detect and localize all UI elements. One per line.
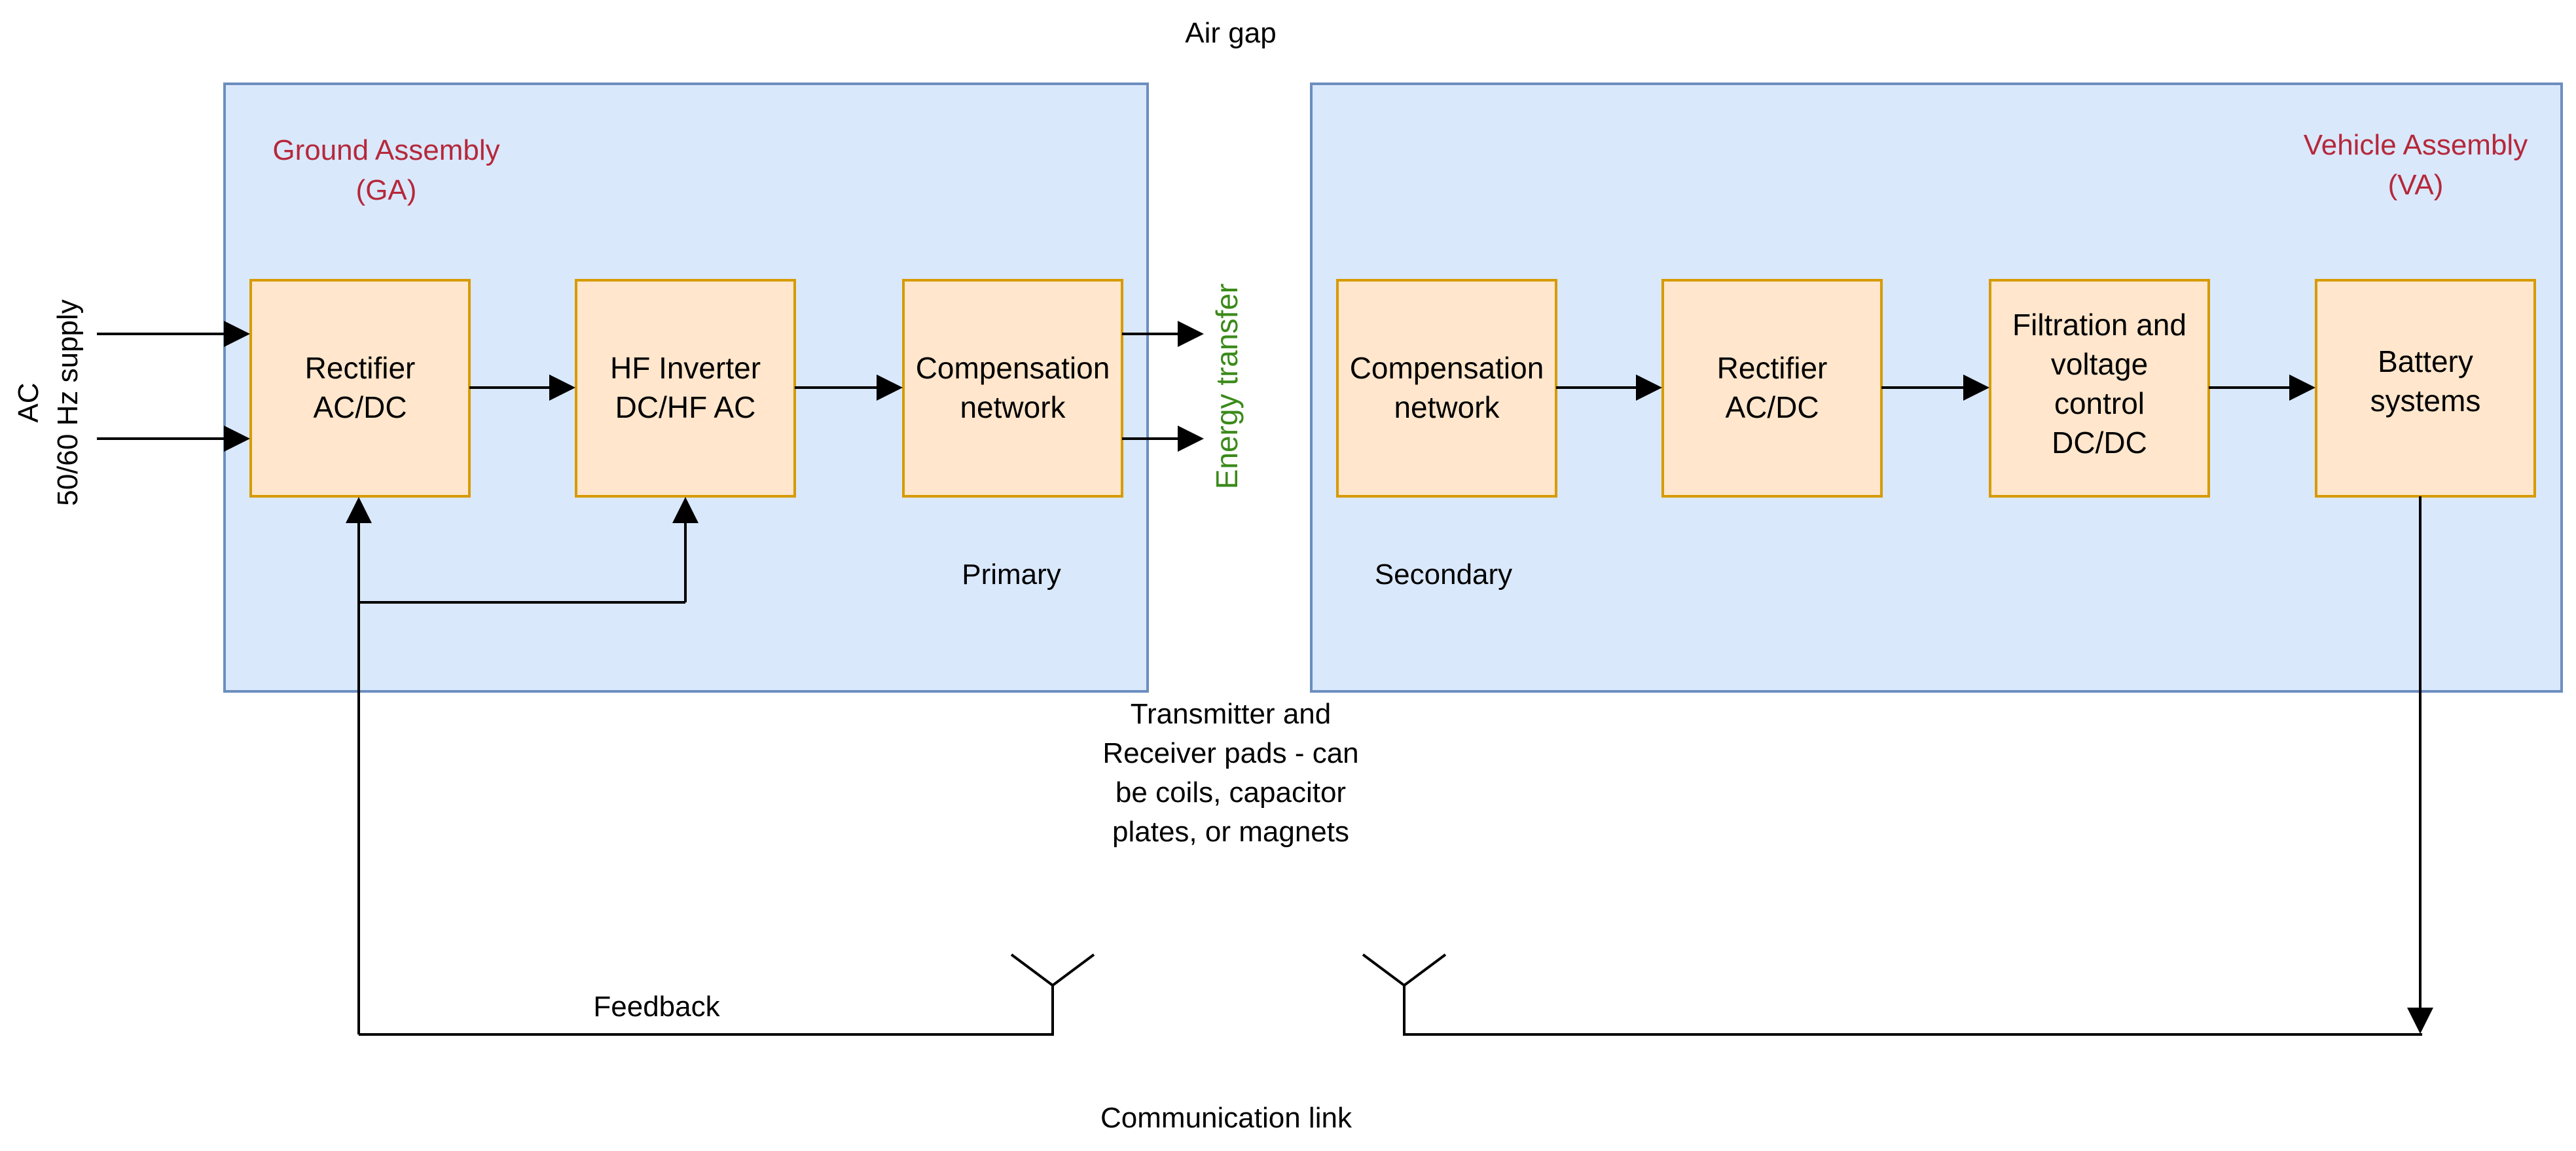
ground-assembly-title: Ground Assembly: [272, 134, 499, 166]
compensation-va-line1: Compensation: [1350, 351, 1544, 385]
ground-assembly-abbrev: (GA): [356, 174, 417, 206]
hf-inverter-block: [575, 279, 796, 498]
filtration-line1: Filtration and: [2012, 308, 2186, 342]
hf-inverter-line2: DC/HF AC: [615, 390, 756, 424]
rectifier-va-line1: Rectifier: [1717, 351, 1828, 385]
compensation-ga-block: [902, 279, 1123, 498]
communication-link-label: Communication link: [1100, 1102, 1352, 1134]
compensation-ga-line2: network: [960, 390, 1066, 424]
pads-label-line4: plates, or magnets: [1112, 816, 1349, 848]
rectifier-ga-block: [249, 279, 471, 498]
ac-supply-label: 50/60 Hz supply: [52, 299, 84, 506]
vehicle-assembly-title: Vehicle Assembly: [2304, 129, 2528, 161]
energy-transfer-label: Energy transfer: [1210, 283, 1244, 489]
air-gap-label: Air gap: [1185, 17, 1276, 49]
rectifier-va-block: [1661, 279, 1883, 498]
vehicle-assembly-abbrev: (VA): [2388, 169, 2444, 201]
filtration-line3: control: [2054, 386, 2145, 420]
rectifier-ga-line2: AC/DC: [313, 390, 407, 424]
antenna-va-icon: [1362, 953, 1447, 987]
battery-block: [2315, 279, 2536, 498]
pads-label-line2: Receiver pads - can: [1102, 737, 1358, 769]
communication-line-va: [1403, 985, 2422, 1036]
pads-label-line3: be coils, capacitor: [1116, 776, 1346, 809]
battery-line1: Battery: [2378, 344, 2473, 378]
rectifier-ga-line1: Rectifier: [305, 351, 416, 385]
secondary-label: Secondary: [1375, 558, 1512, 591]
compensation-ga-line1: Compensation: [916, 351, 1110, 385]
primary-label: Primary: [962, 558, 1061, 591]
filtration-block: [1989, 279, 2210, 498]
rectifier-va-line2: AC/DC: [1725, 390, 1819, 424]
antenna-ga-icon: [1010, 953, 1095, 987]
hf-inverter-line1: HF Inverter: [610, 351, 761, 385]
compensation-va-block: [1336, 279, 1557, 498]
communication-line-ga: [359, 985, 1054, 1036]
feedback-label: Feedback: [593, 991, 720, 1023]
filtration-line4: DC/DC: [2052, 426, 2147, 460]
filtration-line2: voltage: [2051, 347, 2148, 381]
battery-line2: systems: [2370, 384, 2481, 418]
ac-label: AC: [12, 382, 45, 422]
compensation-va-line2: network: [1394, 390, 1500, 424]
pads-label-line1: Transmitter and: [1131, 698, 1331, 730]
